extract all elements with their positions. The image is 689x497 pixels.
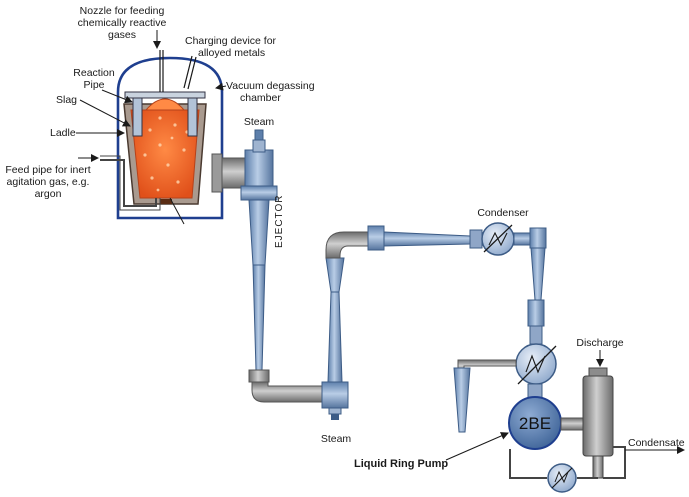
condenser-label: Condenser (477, 207, 529, 219)
steam-top-label: Steam (244, 116, 275, 128)
condenser-1 (469, 222, 547, 327)
label-ejector: EJECTOR (274, 195, 285, 249)
feed-pipe-label-line-2: agitation gas, e.g. (7, 176, 90, 188)
discharge-label: Discharge (576, 337, 623, 349)
charging-label-line-2: alloyed metals (198, 47, 265, 59)
feed-pipe-label-line-3: argon (35, 188, 62, 200)
label-feed-pipe: Feed pipe for inert agitation gas, e.g. … (5, 154, 99, 200)
condensate-label: Condensate (628, 437, 685, 449)
label-reaction-pipe: Reaction Pipe (73, 67, 133, 104)
recirculation-loop (509, 446, 626, 493)
label-pump-code: 2BE (519, 414, 551, 433)
vacuum-chamber-label-line-2: chamber (240, 92, 281, 104)
label-discharge: Discharge (576, 337, 624, 367)
label-ladle: Ladle (50, 127, 125, 139)
label-condenser: Condenser (477, 207, 529, 219)
ladle (123, 103, 207, 205)
nozzle-label-line-1: Nozzle for feeding (80, 5, 165, 17)
label-steam-bottom: Steam (321, 433, 352, 445)
reaction-pipe (124, 91, 206, 137)
slag-label: Slag (56, 94, 77, 106)
vacuum-chamber-label-line-1: Vacuum degassing (226, 80, 315, 92)
label-condensate: Condensate (625, 437, 685, 454)
label-vacuum-chamber: Vacuum degassing chamber (215, 80, 315, 104)
charging-label-line-1: Charging device for (185, 35, 277, 47)
reaction-pipe-label-line-2: Pipe (83, 79, 104, 91)
ejector-label: EJECTOR (274, 195, 285, 249)
condenser-2 (453, 325, 557, 433)
steam-ejector (240, 129, 278, 371)
vacuum-degassing-vessel (100, 50, 224, 225)
liquid-ring-pump-label: Liquid Ring Pump (354, 458, 448, 470)
label-nozzle: Nozzle for feeding chemically reactive g… (78, 5, 167, 49)
ladle-label: Ladle (50, 127, 76, 139)
argon-feed-pipe (100, 159, 157, 207)
feed-pipe-label-line-1: Feed pipe for inert (5, 164, 90, 176)
label-charging-device: Charging device for alloyed metals (185, 35, 277, 59)
nozzle-label-line-3: gases (108, 29, 136, 41)
pump-code-label: 2BE (519, 414, 551, 433)
label-slag: Slag (56, 94, 131, 127)
nozzle-label-line-2: chemically reactive (78, 17, 167, 29)
reaction-pipe-label-line-1: Reaction (73, 67, 115, 79)
label-steam-top: Steam (244, 116, 275, 128)
separator-tank (582, 367, 614, 479)
second-ejector (321, 225, 471, 420)
label-liquid-ring-pump: Liquid Ring Pump (354, 432, 509, 470)
steam-bottom-label: Steam (321, 433, 352, 445)
ejector-outlet-pipe (248, 369, 323, 403)
